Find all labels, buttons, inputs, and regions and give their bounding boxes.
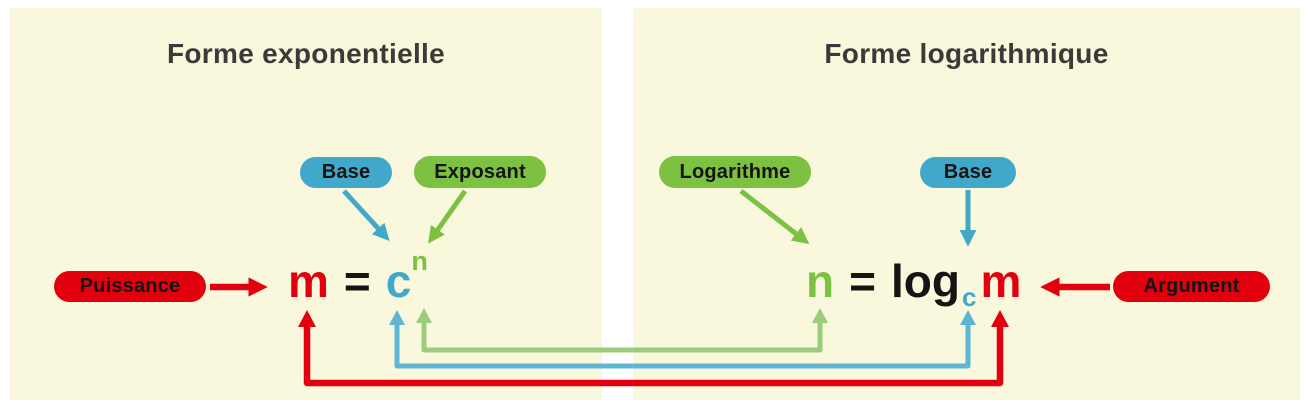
power-term-m: m — [288, 255, 329, 307]
base-label-logarithmic: Base — [920, 157, 1016, 188]
logarithm-term-n: n — [806, 255, 835, 307]
base-label-exponential: Base — [300, 157, 392, 188]
exponential-panel-title: Forme exponentielle — [167, 38, 445, 69]
base-subscript-c: c — [961, 282, 977, 312]
equals-sign-logarithmic: = — [849, 255, 876, 307]
power-label: Puissance — [54, 271, 206, 302]
exponent-label: Exposant — [414, 156, 546, 188]
base-term-c: c — [385, 255, 412, 307]
logarithmic-panel-title: Forme logarithmique — [824, 38, 1109, 69]
log-operator: log — [890, 255, 960, 307]
logarithmic-equation: n = log c m — [806, 258, 1021, 310]
argument-term-m: m — [980, 255, 1022, 307]
logarithm-label: Logarithme — [659, 156, 811, 188]
argument-label: Argument — [1113, 271, 1270, 302]
equals-sign-exponential: = — [343, 255, 371, 307]
exponential-panel: Forme exponentielle — [10, 8, 602, 400]
logarithmic-panel: Forme logarithmique — [633, 8, 1300, 400]
exponential-equation: m = c n — [288, 248, 428, 307]
exponent-term-n: n — [411, 246, 428, 276]
